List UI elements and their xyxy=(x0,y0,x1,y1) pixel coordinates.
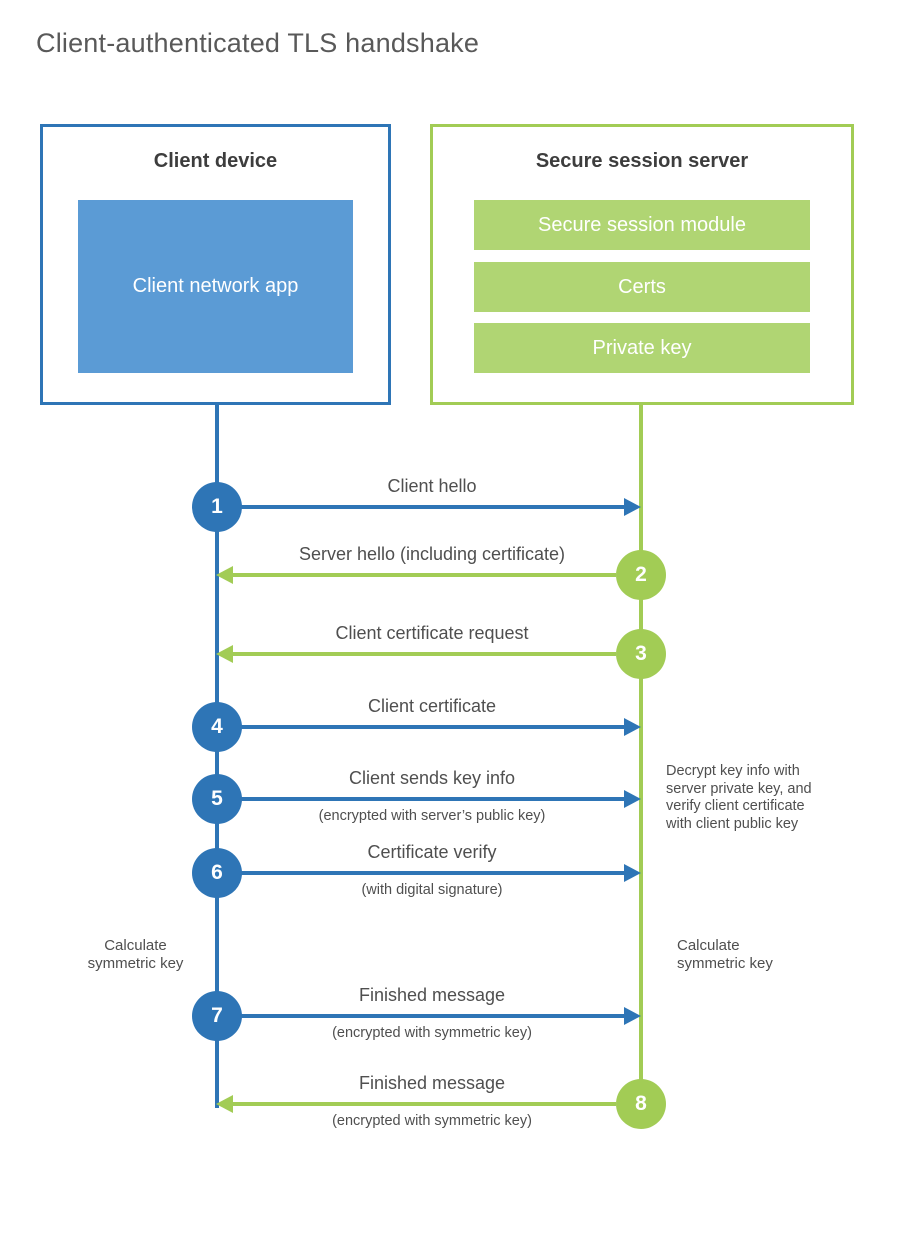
message-sublabel: (with digital signature) xyxy=(361,882,503,898)
calculate-symmetric-key-note-server: Calculate symmetric key xyxy=(677,937,773,972)
arrow-line xyxy=(240,725,626,729)
step-number: 6 xyxy=(211,861,223,884)
step-circle-2: 2 xyxy=(616,550,666,600)
arrow-line xyxy=(232,573,616,577)
client-network-app-box: Client network app xyxy=(78,200,353,373)
arrow-head-left-icon xyxy=(216,566,233,584)
message-label: Certificate verify xyxy=(367,842,497,862)
message-label: Client certificate xyxy=(367,696,497,716)
message-sublabel: (encrypted with server’s public key) xyxy=(318,808,546,824)
server-module-certs: Certs xyxy=(474,262,810,312)
step-number: 7 xyxy=(211,1004,223,1027)
step-number: 1 xyxy=(211,495,223,518)
message-sublabel: (encrypted with symmetric key) xyxy=(332,1025,532,1041)
message-label: Client certificate request xyxy=(335,623,529,643)
arrow-line xyxy=(232,652,616,656)
decrypt-key-note: Decrypt key info with server private key… xyxy=(666,763,812,832)
step-circle-8: 8 xyxy=(616,1079,666,1129)
message-label: Finished message xyxy=(358,1073,506,1093)
message-label: Client hello xyxy=(387,476,477,496)
message-label: Server hello (including certificate) xyxy=(298,544,566,564)
step-number: 5 xyxy=(211,787,223,810)
arrow-line xyxy=(240,505,626,509)
arrow-line xyxy=(240,797,626,801)
arrow-head-left-icon xyxy=(216,1095,233,1113)
arrow-head-right-icon xyxy=(624,498,641,516)
arrow-head-right-icon xyxy=(624,864,641,882)
calculate-symmetric-key-note-client: Calculate symmetric key xyxy=(87,937,184,972)
arrow-line xyxy=(240,1014,626,1018)
page-title: Client-authenticated TLS handshake xyxy=(36,28,480,58)
server-lifeline xyxy=(639,404,643,1104)
message-sublabel: (encrypted with symmetric key) xyxy=(332,1113,532,1129)
step-number: 2 xyxy=(635,563,647,586)
secure-session-server-title: Secure session server xyxy=(535,149,749,172)
arrow-head-left-icon xyxy=(216,645,233,663)
arrow-line xyxy=(232,1102,616,1106)
client-network-app-label: Client network app xyxy=(132,275,299,297)
server-module-secure-session-module: Secure session module xyxy=(474,200,810,250)
step-circle-1: 1 xyxy=(192,482,242,532)
arrow-head-right-icon xyxy=(624,1007,641,1025)
client-device-title: Client device xyxy=(153,149,278,172)
step-number: 3 xyxy=(635,642,647,665)
server-module-private-key: Private key xyxy=(474,323,810,373)
step-number: 4 xyxy=(211,715,223,738)
arrow-line xyxy=(240,871,626,875)
arrow-head-right-icon xyxy=(624,790,641,808)
arrow-head-right-icon xyxy=(624,718,641,736)
step-circle-4: 4 xyxy=(192,702,242,752)
step-circle-7: 7 xyxy=(192,991,242,1041)
client-lifeline xyxy=(215,404,219,1108)
message-label: Finished message xyxy=(358,985,506,1005)
step-circle-6: 6 xyxy=(192,848,242,898)
step-circle-5: 5 xyxy=(192,774,242,824)
step-number: 8 xyxy=(635,1092,647,1115)
step-circle-3: 3 xyxy=(616,629,666,679)
message-label: Client sends key info xyxy=(348,768,516,788)
